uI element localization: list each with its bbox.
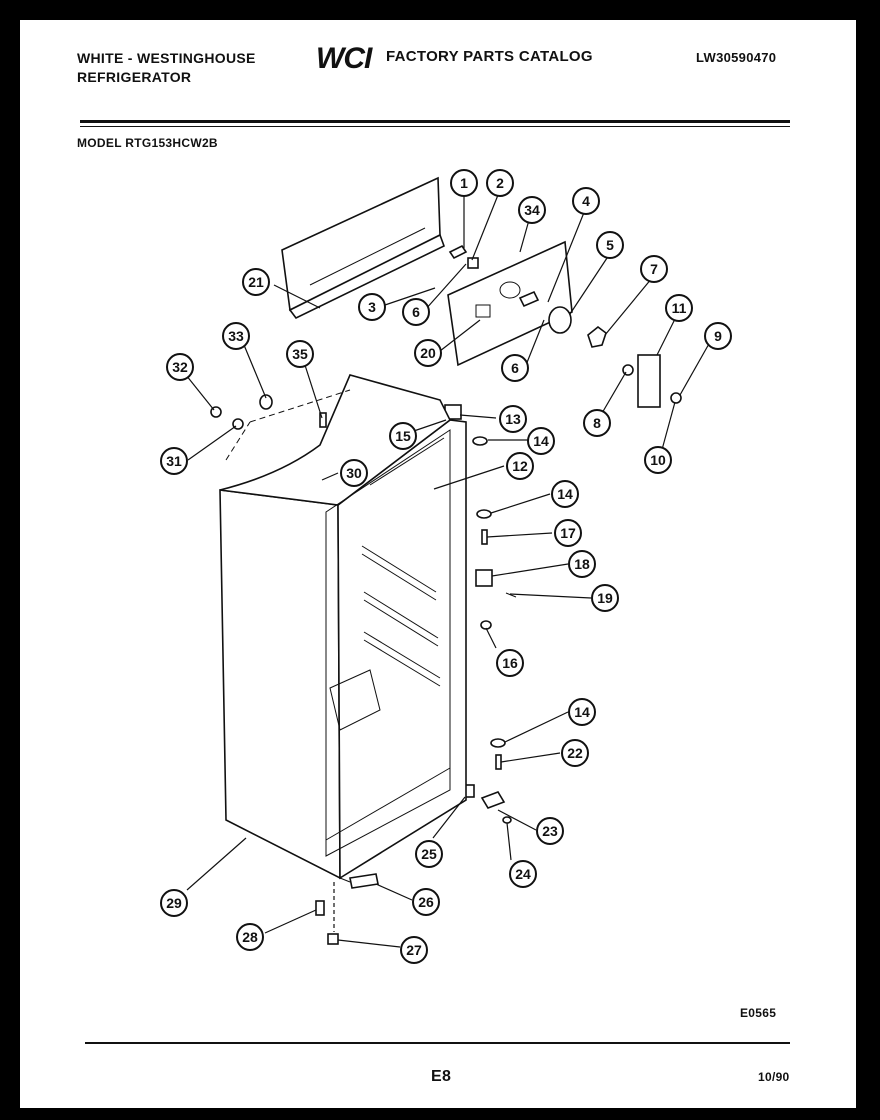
callout-label: 34 bbox=[524, 202, 540, 218]
callout-17: 17 bbox=[554, 519, 582, 547]
brand-line-2: REFRIGERATOR bbox=[77, 69, 192, 85]
callout-label: 6 bbox=[511, 360, 519, 376]
callout-label: 8 bbox=[593, 415, 601, 431]
callout-label: 17 bbox=[560, 525, 576, 541]
diagram-code: E0565 bbox=[740, 1006, 777, 1020]
callout-31: 31 bbox=[160, 447, 188, 475]
callout-label: 27 bbox=[406, 942, 422, 958]
callout-label: 30 bbox=[346, 465, 362, 481]
callout-label: 21 bbox=[248, 274, 264, 290]
callout-5: 5 bbox=[596, 231, 624, 259]
catalog-page: WHITE - WESTINGHOUSE REFRIGERATOR WCI FA… bbox=[20, 20, 856, 1108]
top-cover-panel bbox=[281, 176, 445, 320]
callout-label: 7 bbox=[650, 261, 658, 277]
callout-label: 15 bbox=[395, 428, 411, 444]
revision-date: 10/90 bbox=[758, 1070, 790, 1084]
callout-32: 32 bbox=[166, 353, 194, 381]
model-label: MODEL RTG153HCW2B bbox=[77, 136, 218, 150]
callout-label: 24 bbox=[515, 866, 531, 882]
callout-label: 14 bbox=[533, 433, 549, 449]
header-rule bbox=[80, 120, 790, 123]
callout-label: 28 bbox=[242, 929, 258, 945]
callout-29: 29 bbox=[160, 889, 188, 917]
header-rule-thin bbox=[80, 126, 790, 127]
callout-10: 10 bbox=[644, 446, 672, 474]
callout-24: 24 bbox=[509, 860, 537, 888]
callout-18: 18 bbox=[568, 550, 596, 578]
callout-28: 28 bbox=[236, 923, 264, 951]
wci-logo: WCI bbox=[316, 42, 372, 75]
callout-label: 12 bbox=[512, 458, 528, 474]
callout-14b: 14 bbox=[551, 480, 579, 508]
callout-label: 23 bbox=[542, 823, 558, 839]
callout-label: 5 bbox=[606, 237, 614, 253]
callout-26: 26 bbox=[412, 888, 440, 916]
catalog-number: LW30590470 bbox=[696, 50, 777, 65]
callout-label: 19 bbox=[597, 590, 613, 606]
callout-label: 11 bbox=[672, 300, 687, 316]
callout-label: 14 bbox=[557, 486, 573, 502]
page-number: E8 bbox=[431, 1068, 452, 1085]
callout-14c: 14 bbox=[568, 698, 596, 726]
callout-label: 4 bbox=[582, 193, 590, 209]
callout-13: 13 bbox=[499, 405, 527, 433]
callout-9: 9 bbox=[704, 322, 732, 350]
brand-line-1: WHITE - WESTINGHOUSE bbox=[77, 50, 256, 66]
callout-label: 33 bbox=[228, 328, 244, 344]
callout-label: 2 bbox=[496, 175, 504, 191]
callout-label: 9 bbox=[714, 328, 722, 344]
callout-label: 35 bbox=[292, 346, 308, 362]
callout-8: 8 bbox=[583, 409, 611, 437]
callout-6a: 6 bbox=[402, 298, 430, 326]
callout-34: 34 bbox=[518, 196, 546, 224]
callout-label: 22 bbox=[567, 745, 583, 761]
callout-label: 18 bbox=[574, 556, 590, 572]
callout-21: 21 bbox=[242, 268, 270, 296]
callout-label: 13 bbox=[505, 411, 521, 427]
callout-25: 25 bbox=[415, 840, 443, 868]
footer-rule bbox=[85, 1042, 790, 1044]
callout-23: 23 bbox=[536, 817, 564, 845]
exploded-parts-diagram: 1 2 34 4 5 7 21 3 6 20 6 11 9 33 35 32 8… bbox=[160, 169, 732, 964]
callout-2: 2 bbox=[486, 169, 514, 197]
callout-label: 3 bbox=[368, 299, 376, 315]
callout-19: 19 bbox=[591, 584, 619, 612]
callout-16: 16 bbox=[496, 649, 524, 677]
callout-label: 31 bbox=[166, 453, 182, 469]
callout-3: 3 bbox=[358, 293, 386, 321]
callout-14a: 14 bbox=[527, 427, 555, 455]
callout-label: 25 bbox=[421, 846, 437, 862]
callout-label: 26 bbox=[418, 894, 434, 910]
callout-label: 32 bbox=[172, 359, 188, 375]
callout-label: 29 bbox=[166, 895, 182, 911]
callout-12: 12 bbox=[506, 452, 534, 480]
callout-15: 15 bbox=[389, 422, 417, 450]
callout-label: 6 bbox=[412, 304, 420, 320]
callout-27: 27 bbox=[400, 936, 428, 964]
callout-label: 16 bbox=[502, 655, 518, 671]
control-panel bbox=[447, 240, 573, 367]
callout-6b: 6 bbox=[501, 354, 529, 382]
callout-20: 20 bbox=[414, 339, 442, 367]
callout-label: 14 bbox=[574, 704, 590, 720]
callout-35: 35 bbox=[286, 340, 314, 368]
callout-7: 7 bbox=[640, 255, 668, 283]
callout-label: 20 bbox=[420, 345, 436, 361]
leader-lines bbox=[185, 194, 711, 948]
catalog-title: FACTORY PARTS CATALOG bbox=[386, 48, 593, 65]
callout-22: 22 bbox=[561, 739, 589, 767]
refrigerator-cabinet bbox=[219, 374, 467, 883]
callout-11: 11 bbox=[665, 294, 693, 322]
callout-label: 10 bbox=[650, 452, 666, 468]
callout-label: 1 bbox=[460, 175, 468, 191]
callout-1: 1 bbox=[450, 169, 478, 197]
callout-4: 4 bbox=[572, 187, 600, 215]
callout-33: 33 bbox=[222, 322, 250, 350]
callout-30: 30 bbox=[340, 459, 368, 487]
